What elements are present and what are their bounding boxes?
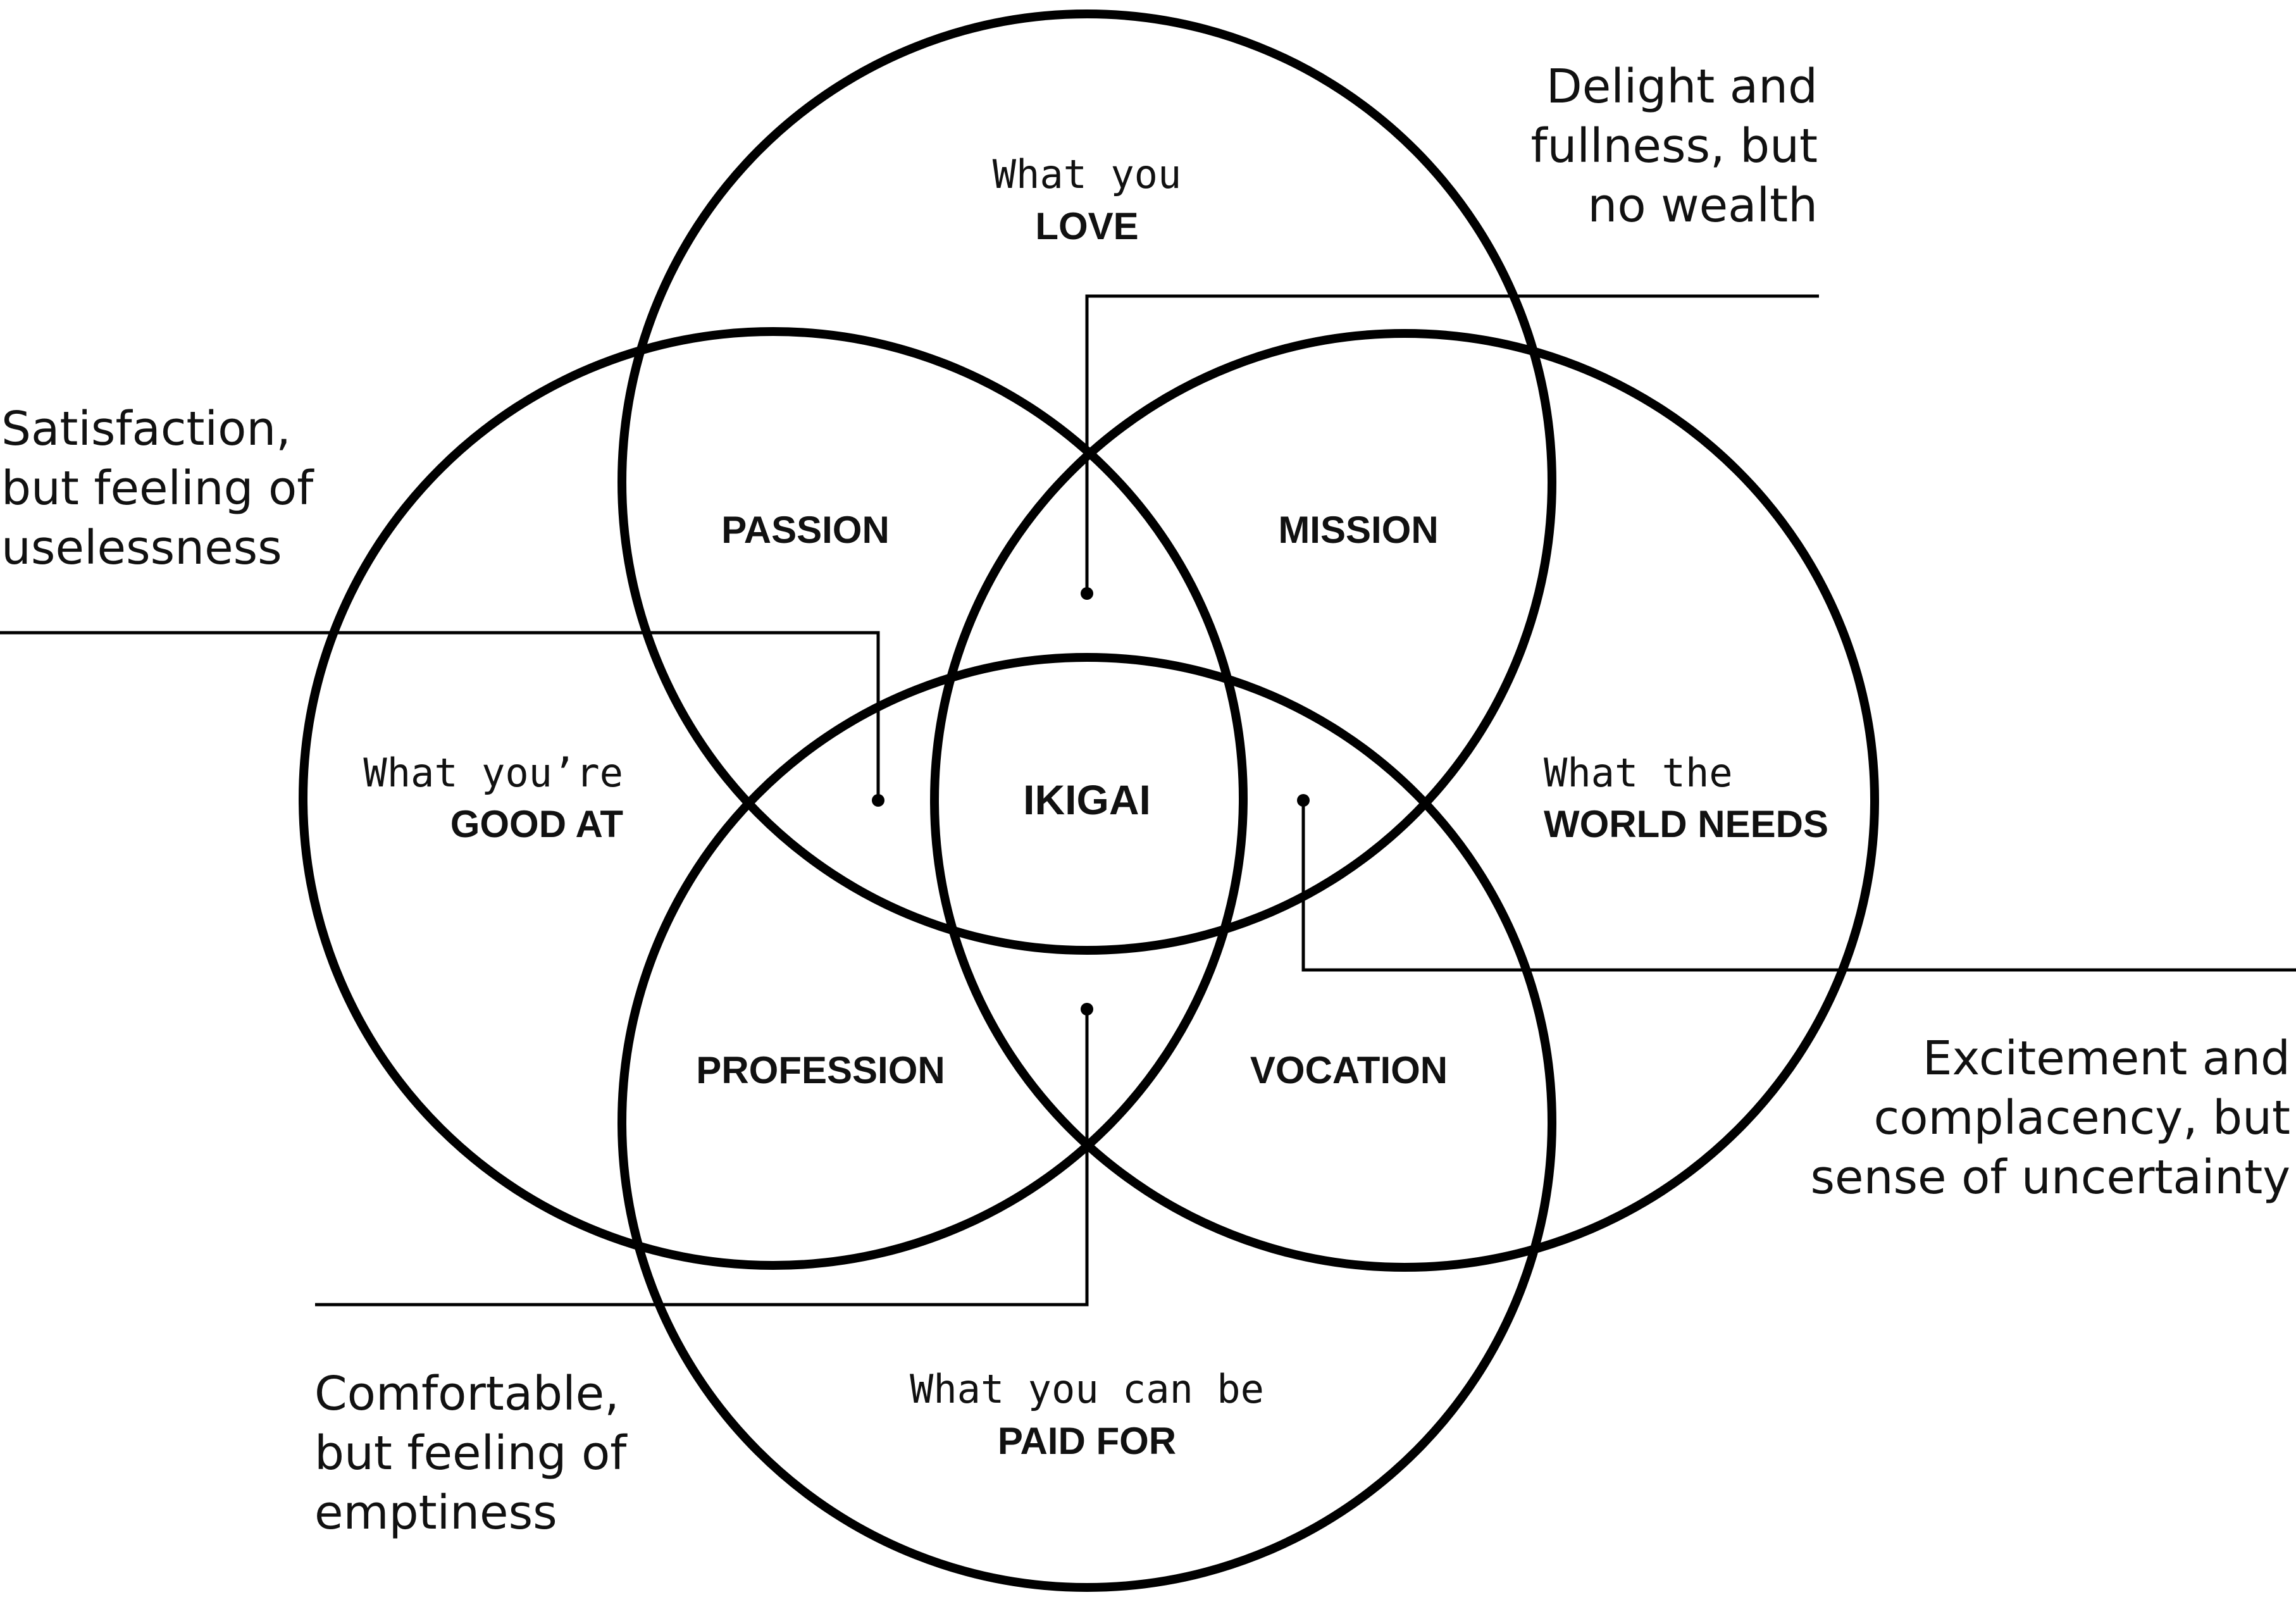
love-label-line2: LOVE <box>1035 205 1138 247</box>
note-bottom-left-line3: emptiness <box>314 1486 557 1540</box>
note-right-line3: sense of uncertainty <box>1811 1150 2291 1205</box>
world-needs-label-line1: What the <box>1544 750 1733 796</box>
leader-dot-bottom-left <box>1081 1003 1093 1015</box>
note-bottom-left-line2: but feeling of <box>314 1426 628 1481</box>
ikigai-center-label: IKIGAI <box>1023 776 1151 823</box>
note-right-line2: complacency, but <box>1874 1091 2290 1145</box>
circle-paid-for <box>617 653 1556 1592</box>
paid-for-label-line1: What you can be <box>910 1366 1264 1412</box>
leader-dot-right <box>1297 794 1310 807</box>
circle-world-needs <box>930 329 1879 1272</box>
leader-line-right <box>1301 800 2296 972</box>
vocation-label: VOCATION <box>1250 1049 1448 1091</box>
mission-label: MISSION <box>1278 509 1438 551</box>
leader-line-left <box>0 631 880 800</box>
note-right-line1: Excitement and <box>1923 1031 2290 1086</box>
world-needs-label-line2: WORLD NEEDS <box>1544 803 1828 845</box>
circle-good-at <box>299 327 1248 1270</box>
paid-for-label-line2: PAID FOR <box>998 1420 1176 1462</box>
profession-label: PROFESSION <box>696 1049 945 1091</box>
passion-label: PASSION <box>721 509 890 551</box>
love-label-line1: What you <box>993 151 1182 197</box>
circle-love <box>617 9 1556 955</box>
note-left-line1: Satisfaction, <box>1 402 291 456</box>
note-bottom-left-line1: Comfortable, <box>314 1367 619 1421</box>
note-top-right-line3: no wealth <box>1587 178 1818 233</box>
good-at-label-line2: GOOD AT <box>450 803 623 845</box>
note-top-right-line2: fullness, but <box>1530 119 1818 173</box>
note-top-right-line1: Delight and <box>1546 59 1818 114</box>
note-left-line3: uselessness <box>1 521 282 575</box>
leader-line-top-right <box>1085 294 1819 593</box>
leader-dot-left <box>872 794 884 807</box>
leader-dot-top-right <box>1081 587 1093 600</box>
good-at-label-line1: What you’re <box>363 750 623 796</box>
note-left-line2: but feeling of <box>1 461 314 516</box>
leader-line-bottom-left <box>315 1009 1089 1307</box>
